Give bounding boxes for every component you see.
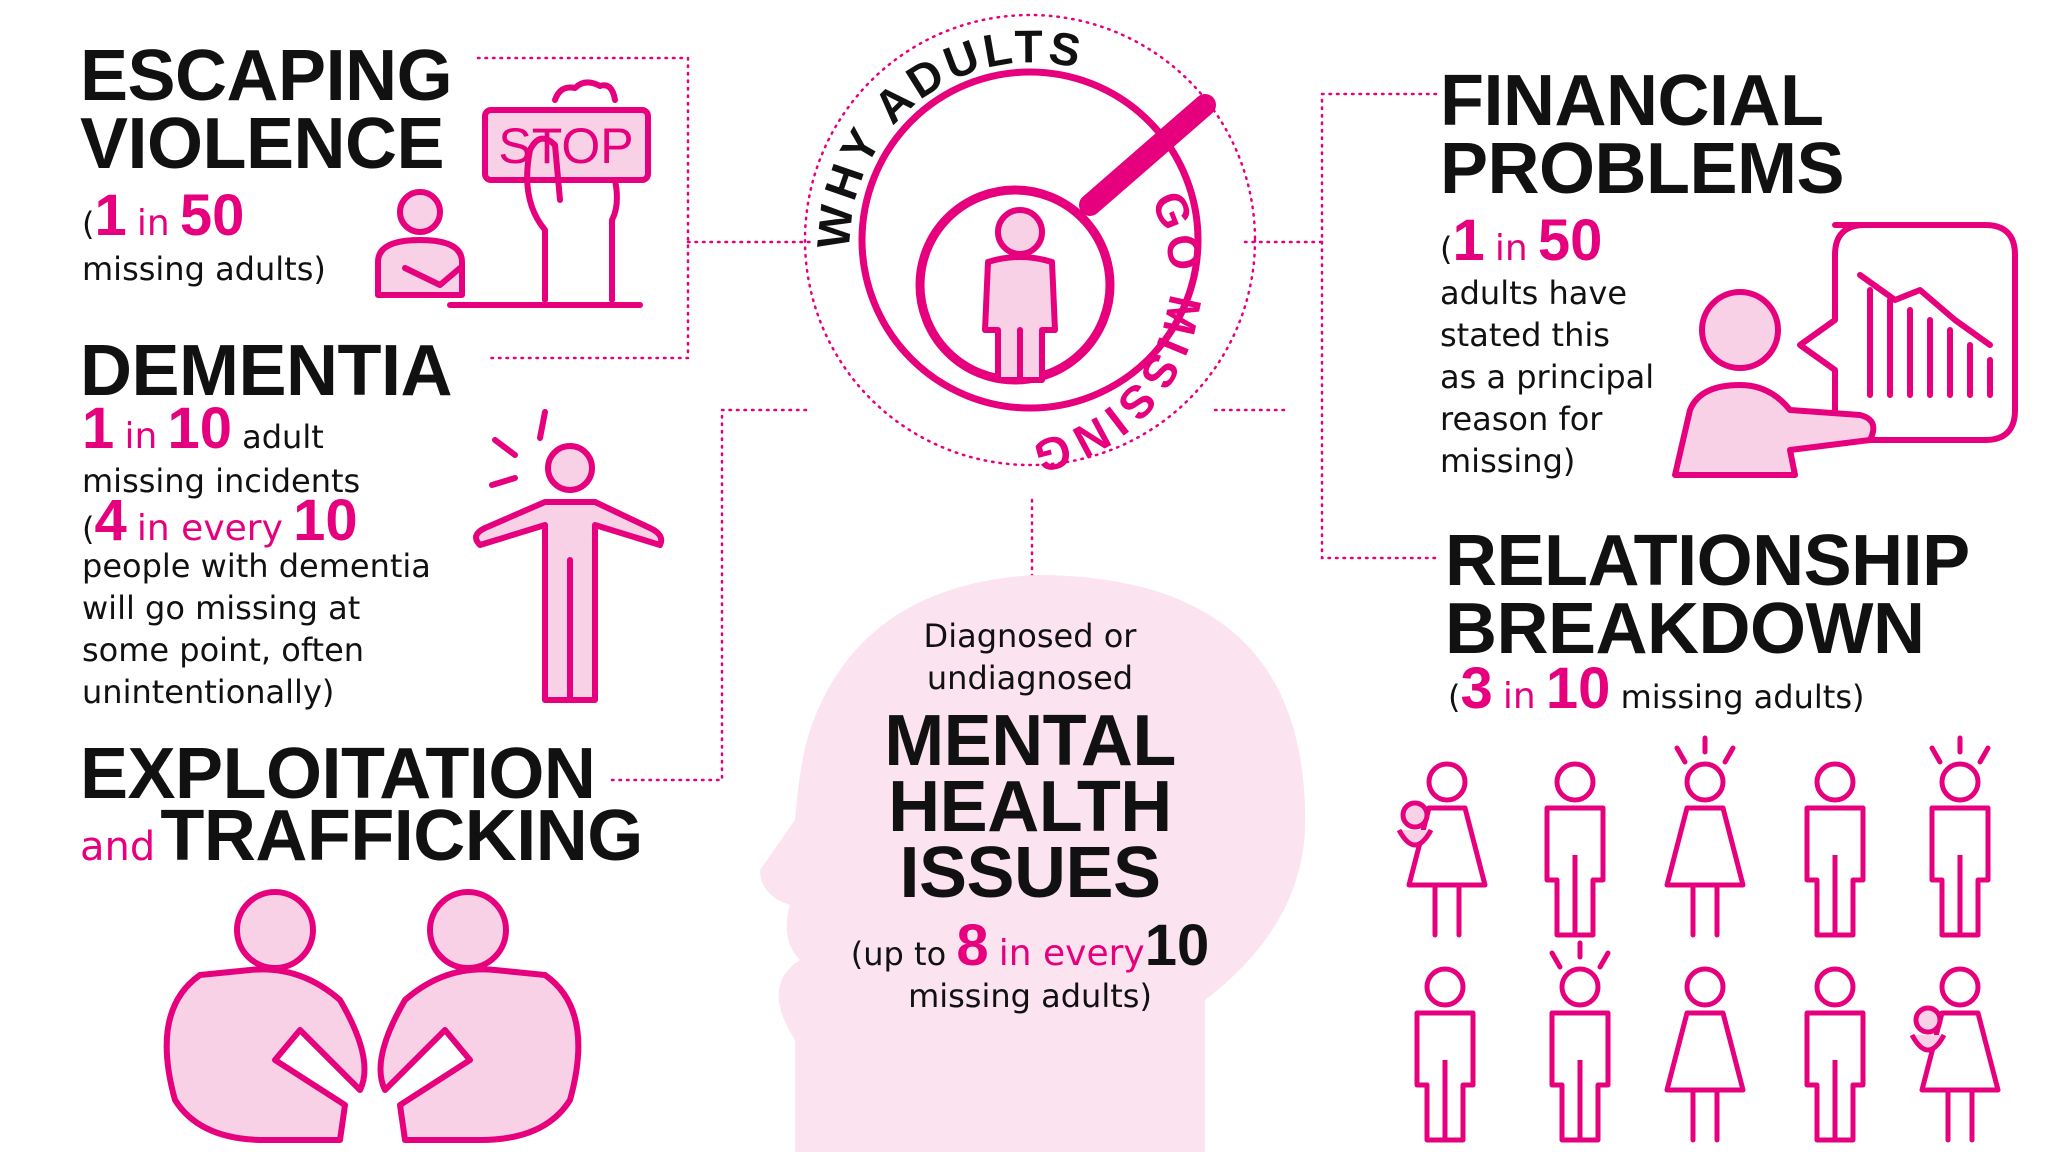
- mental-title-1: MENTAL: [884, 701, 1176, 781]
- relationship-in: in: [1502, 676, 1536, 717]
- mental-pre-1: Diagnosed or: [923, 617, 1137, 655]
- person-figure: [1929, 735, 1991, 938]
- relationship-after: missing adults): [1620, 678, 1865, 716]
- financial-num2: 50: [1537, 208, 1603, 273]
- person-figure: [1544, 761, 1606, 938]
- person-figure: [1549, 940, 1611, 1143]
- dementia-line7: unintentionally): [82, 673, 335, 711]
- relationship-title-1: RELATIONSHIP: [1445, 521, 1970, 601]
- dementia-num3: 4: [94, 488, 127, 553]
- financial-stat: (1 in 50: [1440, 212, 1602, 270]
- mental-pre: Diagnosed or undiagnosed: [860, 615, 1200, 699]
- escaping-stat: (1 in 50: [82, 187, 244, 245]
- mental-title-2: HEALTH: [888, 767, 1172, 847]
- relationship-open: (: [1448, 678, 1461, 716]
- escaping-stat-num2: 50: [179, 183, 245, 248]
- financial-num1: 1: [1452, 208, 1485, 273]
- person-figure: [1664, 735, 1746, 938]
- financial-line4: as a principal: [1440, 358, 1655, 396]
- dementia-after: adult: [242, 418, 324, 456]
- financial-line5: reason for: [1440, 400, 1603, 438]
- person-figure: [1804, 761, 1866, 938]
- person-figure: [1414, 966, 1476, 1143]
- person-figure: [1804, 966, 1866, 1143]
- shake-mark: [1722, 745, 1736, 765]
- financial-line3: stated this: [1440, 316, 1610, 354]
- dementia-line5: will go missing at: [82, 589, 361, 627]
- financial-line2: adults have: [1440, 274, 1627, 312]
- shake-mark: [1977, 745, 1991, 765]
- dementia-num4: 10: [293, 488, 358, 553]
- relationship-num2: 10: [1545, 656, 1611, 721]
- shake-mark: [1597, 950, 1611, 970]
- person-figure: [1909, 966, 2001, 1143]
- escaping-stat-open: (: [82, 205, 95, 243]
- dementia-num1: 1: [82, 396, 115, 461]
- person-figure: [1664, 966, 1746, 1143]
- shake-mark: [1674, 745, 1688, 765]
- shake-mark: [1929, 745, 1943, 765]
- mental-num2: 10: [1144, 913, 1210, 978]
- person-figure: [1396, 761, 1488, 938]
- dementia-line4: people with dementia: [82, 547, 431, 585]
- relationship-title-2: BREAKDOWN: [1445, 589, 1925, 669]
- stop-sign-text: STOP: [498, 118, 633, 174]
- exploitation-title-1: EXPLOITATION: [80, 734, 596, 814]
- mental-pre-2: undiagnosed: [926, 659, 1134, 697]
- exploitation-title-2: TRAFFICKING: [160, 796, 643, 876]
- dementia-open: (: [82, 510, 95, 548]
- escaping-title-1: ESCAPING: [80, 36, 453, 116]
- financial-title-2: PROBLEMS: [1440, 129, 1845, 209]
- dementia-line6: some point, often: [82, 631, 365, 669]
- escaping-stat-in: in: [136, 203, 170, 244]
- mental-title-3: ISSUES: [899, 833, 1161, 913]
- financial-in: in: [1494, 228, 1528, 269]
- mental-num1: 8: [956, 913, 989, 978]
- financial-title-1: FINANCIAL: [1440, 61, 1824, 141]
- dementia-line2: missing incidents: [82, 462, 361, 500]
- dementia-in-every: in every: [136, 508, 283, 549]
- exploitation-title-row: and TRAFFICKING: [80, 800, 643, 872]
- shake-mark: [1549, 950, 1563, 970]
- mental-after: missing adults): [908, 977, 1152, 1015]
- mental-title: MENTAL HEALTH ISSUES: [850, 705, 1210, 909]
- dementia-line1: 1 in 10 adult: [82, 400, 324, 458]
- financial-open: (: [1440, 230, 1453, 268]
- exploitation-and: and: [80, 824, 156, 870]
- relationship-num1: 3: [1460, 656, 1493, 721]
- dementia-in: in: [124, 416, 158, 457]
- relationship-stat: (3 in 10 missing adults): [1448, 660, 1865, 718]
- escaping-stat-num1: 1: [94, 183, 127, 248]
- dementia-line3: (4 in every 10: [82, 492, 358, 550]
- mental-up-to: (up to: [850, 935, 947, 973]
- mental-in-every: in every: [998, 933, 1145, 974]
- dementia-num2: 10: [167, 396, 232, 461]
- financial-line6: missing): [1440, 442, 1576, 480]
- escaping-stat-text: missing adults): [82, 250, 326, 288]
- escaping-title-2: VIOLENCE: [80, 104, 445, 184]
- dementia-title: DEMENTIA: [80, 331, 453, 411]
- mental-stat: (up to 8 in every10: [820, 917, 1240, 975]
